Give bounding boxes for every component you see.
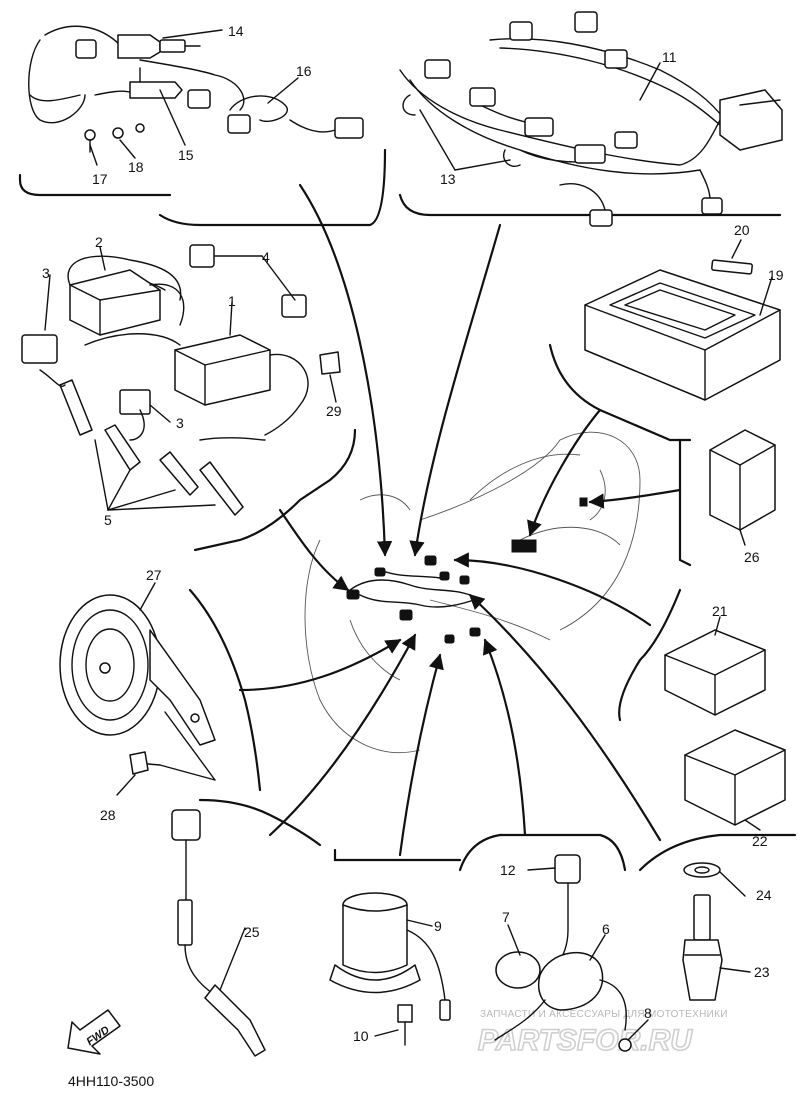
callout-9: 9	[434, 918, 442, 934]
callout-28: 28	[100, 807, 116, 823]
harness-connector-g	[444, 634, 455, 644]
part-10-bolt	[397, 1004, 413, 1023]
callout-26: 26	[744, 549, 760, 565]
part-12-connector	[554, 854, 581, 884]
part-26-relay	[709, 429, 776, 531]
regulator-group-21-22	[664, 629, 786, 826]
watermark-caption: ЗАПЧАСТИ И АКСЕССУАРЫ ДЛЯ МОТОТЕХНИКИ	[480, 1009, 728, 1020]
part-1-ignition-coil	[174, 334, 271, 406]
sensor-group-23-24	[682, 862, 723, 1001]
ecu-location-mark	[511, 539, 537, 553]
part-9-sensor	[342, 904, 408, 974]
callout-27: 27	[146, 567, 162, 583]
callout-3-b: 3	[176, 415, 184, 431]
relay-location-mark	[579, 497, 588, 507]
group-brackets	[18, 148, 797, 872]
callout-18: 18	[128, 159, 144, 175]
callout-13: 13	[440, 171, 456, 187]
harness-connector-e	[459, 575, 470, 585]
part-21-regulator	[664, 629, 766, 716]
part-28-bolt	[129, 751, 149, 775]
part-15-sensor	[129, 81, 183, 99]
part-7-o-ring	[495, 951, 541, 989]
watermark: ЗАПЧАСТИ И АКСЕССУАРЫ ДЛЯ МОТОТЕХНИКИ PA…	[477, 1009, 728, 1058]
callout-14: 14	[228, 23, 244, 39]
relay-group-26	[709, 429, 776, 531]
part-6-sensor	[538, 951, 604, 1011]
callout-16: 16	[296, 63, 312, 79]
callout-19: 19	[768, 267, 784, 283]
part-11-main-connector	[719, 89, 783, 151]
speed-sensor-group-9-10	[329, 892, 451, 1046]
callout-labels: 14 16 15 17 18 11 13 20 19 2 3 4 1 3 29 …	[42, 23, 784, 1044]
callout-23: 23	[754, 964, 770, 980]
frame-sketch	[304, 431, 641, 753]
callout-24: 24	[756, 887, 772, 903]
callout-22: 22	[752, 833, 768, 849]
callout-25: 25	[244, 924, 260, 940]
fwd-arrow-shape	[67, 1009, 121, 1055]
part-27-horn	[59, 594, 161, 736]
connection-arrows	[238, 183, 682, 857]
leader-lines	[44, 29, 773, 1041]
part-23-sensor	[682, 939, 723, 1001]
harness-connector-a	[346, 589, 360, 600]
callout-4: 4	[262, 249, 270, 265]
callout-6: 6	[602, 921, 610, 937]
diagram-code: 4HH110-3500	[68, 1073, 154, 1089]
callout-8: 8	[644, 1005, 652, 1021]
part-24-washer	[683, 862, 721, 878]
ignition-group-1-5	[21, 244, 341, 516]
part-8-screw	[618, 1038, 632, 1052]
part-17-screw	[84, 129, 96, 141]
callout-12: 12	[500, 862, 516, 878]
harness-connector-f	[399, 609, 413, 621]
harness-connector-b	[374, 567, 386, 577]
harness-connector-h	[469, 627, 481, 637]
part-3-cap-b	[119, 389, 151, 415]
oxygen-sensor-group-25	[171, 809, 266, 1057]
part-25-sensor-tip	[204, 984, 266, 1057]
harness-connector-c	[424, 555, 437, 566]
callout-5: 5	[104, 512, 112, 528]
callout-3-a: 3	[42, 265, 50, 281]
part-4-clip-b	[281, 294, 307, 318]
callout-29: 29	[326, 403, 342, 419]
part-25-connector	[171, 809, 201, 841]
callout-10: 10	[353, 1028, 369, 1044]
ecu-group-19-20	[584, 259, 781, 401]
part-14-sensor-body	[117, 34, 161, 59]
sensor-group-14-18	[28, 25, 364, 153]
callout-7: 7	[502, 909, 510, 925]
part-4-clip-a	[189, 244, 215, 268]
part-19-ecu	[584, 269, 781, 401]
harness-connector-d	[439, 571, 450, 581]
watermark-logo: PARTSFOR.RU	[478, 1024, 693, 1057]
callout-20: 20	[734, 222, 750, 238]
callout-11: 11	[662, 49, 677, 65]
callout-15: 15	[178, 147, 194, 163]
part-3-cap-a	[21, 334, 58, 364]
part-20-pad	[711, 259, 753, 275]
part-29-clamp	[319, 351, 341, 375]
part-14-connector	[75, 39, 97, 59]
sensor-group-6-7-8-12	[494, 854, 632, 1052]
callout-2: 2	[95, 234, 103, 250]
callout-17: 17	[92, 171, 108, 187]
wire-harness-group-11-13	[399, 11, 783, 227]
part-18-washer	[112, 127, 124, 139]
forward-arrow: FWD	[67, 1009, 121, 1055]
callout-21: 21	[712, 603, 728, 619]
horn-group-27-28	[59, 594, 216, 781]
part-16-connector	[334, 117, 364, 139]
callout-1: 1	[228, 293, 236, 309]
part-2-ignition-coil	[69, 269, 161, 336]
